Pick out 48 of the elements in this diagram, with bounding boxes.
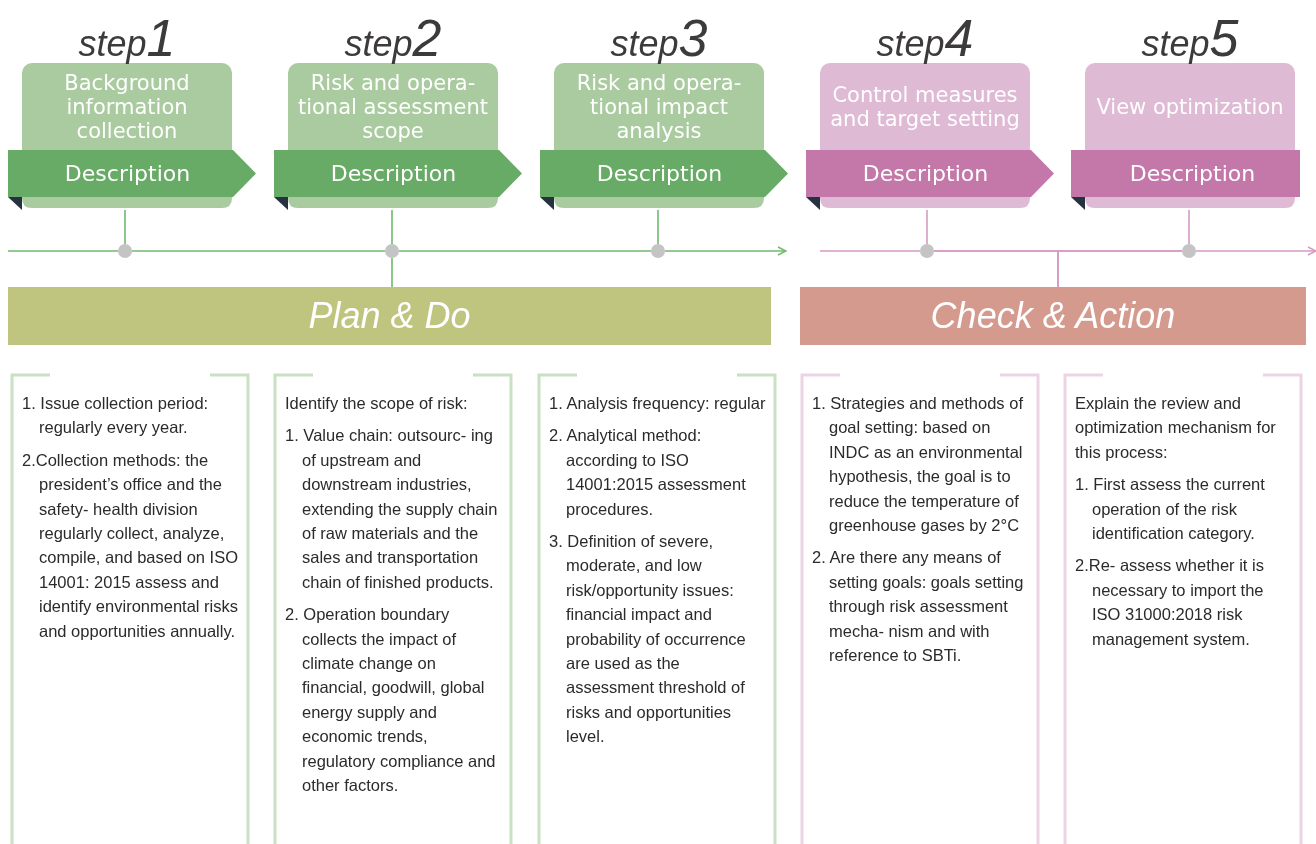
- step-title: View optimization: [1096, 95, 1284, 119]
- description-panel: [273, 373, 513, 844]
- step-title: Risk and opera- tional impact analysis: [575, 71, 743, 143]
- list-item: 3. Definition of severe, moderate, and low risk/opportunity issues: financial impact and probability of occurrence are used as the assessment threshold of risks and opportunities level.: [549, 531, 747, 748]
- list-item: 2.Re- assess whether it is necessary to import the ISO 31000:2018 risk management system.: [1075, 555, 1265, 650]
- description-panel: [10, 373, 250, 844]
- paragraph: Explain the review and optimization mechanism for this process:: [1075, 393, 1277, 463]
- paragraph: Identify the scope of risk:: [285, 393, 469, 414]
- connector-line: [391, 209, 393, 245]
- step-title: Control measures and target setting: [829, 83, 1021, 131]
- list-item: 2. Are there any means of setting goals: goals setting through risk assessment mecha- nism and with reference to SBTi.: [812, 547, 1025, 667]
- list-item: 2. Analytical method: according to ISO 14001:2015 assessment procedures.: [549, 425, 747, 520]
- connector-line: [7, 250, 119, 252]
- arrow: [1195, 246, 1316, 256]
- description-panel: [537, 373, 777, 844]
- step-heading: step2: [343, 15, 443, 67]
- step-heading: step1: [77, 15, 177, 67]
- connector-line: [124, 209, 126, 245]
- timeline-dot: [651, 244, 665, 258]
- connector-line: [926, 209, 928, 245]
- timeline-dot: [118, 244, 132, 258]
- list-item: 1. Issue collection period: regularly every year.: [22, 393, 210, 439]
- timeline-dot: [385, 244, 399, 258]
- connector-line: [1057, 250, 1183, 288]
- step-heading: step5: [1140, 15, 1240, 67]
- step-heading: step3: [609, 15, 709, 67]
- connector-line: [398, 250, 652, 252]
- list-item: 2.Collection methods: the president’s office and the safety- health division regularly collect, analyze, compile, and based on ISO 14001: 2015 assess and identify environmental risks and opportunities annually.: [22, 449, 240, 642]
- step-heading: step4: [875, 15, 975, 67]
- phase-band: Plan & Do: [8, 287, 771, 345]
- list-item: 1. Analysis frequency: regular: [549, 393, 767, 414]
- connector-line: [1188, 209, 1190, 245]
- connector-line: [131, 250, 386, 252]
- connector-line: [819, 250, 921, 252]
- description-panel: [800, 373, 1040, 844]
- phase-band: Check & Action: [800, 287, 1306, 345]
- step-title: Background information collection: [63, 71, 191, 143]
- description-panel: [1063, 373, 1303, 844]
- arrow: [664, 246, 787, 256]
- timeline-dot: [1182, 244, 1196, 258]
- step-title: Risk and opera- tional assessment scope: [296, 71, 490, 143]
- list-item: 1. Strategies and methods of goal setting: based on INDC as an environmental hypothesis, the goal is to reduce the temperature of greenhouse gases by 2°C: [812, 393, 1024, 537]
- connector-line: [391, 257, 393, 288]
- timeline-dot: [920, 244, 934, 258]
- list-item: 1. First assess the current operation of the risk identification category.: [1075, 474, 1266, 545]
- list-item: 2. Operation boundary collects the impact of climate change on financial, goodwill, global energy supply and economic trends, regulatory compliance and other factors.: [285, 604, 497, 797]
- connector-line: [657, 209, 659, 245]
- list-item: 1. Value chain: outsourc- ing of upstream and downstream industries, extending the supply chain of raw materials and the sales and transportation chain of finished products.: [285, 425, 499, 593]
